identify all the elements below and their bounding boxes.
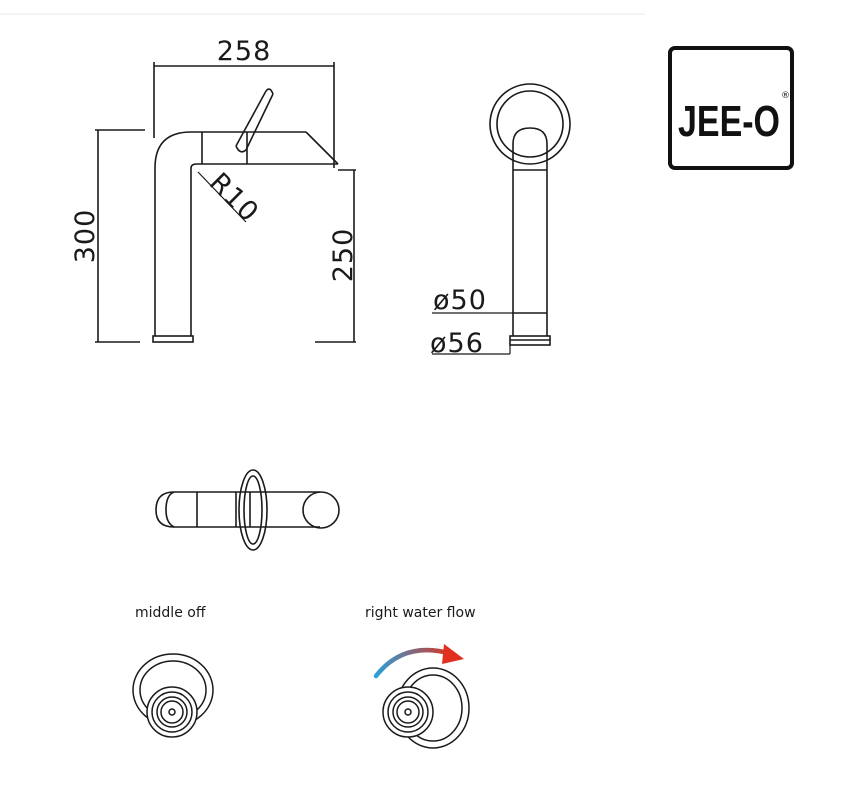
width-label: 258 bbox=[217, 36, 272, 67]
brand-logo: JEE-O ® bbox=[668, 46, 794, 170]
logo-frame bbox=[668, 46, 794, 170]
arrow-head-icon bbox=[442, 644, 464, 664]
total-height-label: 300 bbox=[70, 209, 101, 264]
flow-caption: right water flow bbox=[365, 605, 476, 621]
radius-label: R10 bbox=[203, 167, 265, 229]
faucet-body: R10 bbox=[152, 88, 339, 343]
width-dimension: 258 bbox=[153, 36, 335, 168]
off-caption: middle off bbox=[135, 605, 206, 621]
plan-view bbox=[155, 469, 340, 551]
total-height-dimension: 300 bbox=[70, 129, 145, 343]
front-elevation-view: ø50 ø56 bbox=[430, 83, 571, 359]
diameter-outer-label: ø56 bbox=[430, 328, 484, 359]
ring-handle-inner bbox=[496, 90, 564, 158]
logo-wordmark: JEE-O bbox=[678, 97, 780, 146]
registered-mark: ® bbox=[781, 91, 790, 101]
ring-handle-outer bbox=[489, 83, 571, 165]
side-elevation-view: 258 300 250 bbox=[70, 36, 359, 343]
spout-height-label: 250 bbox=[328, 228, 359, 283]
rotation-arrow bbox=[373, 647, 455, 679]
diameter-inner-label: ø50 bbox=[433, 285, 487, 316]
spout-height-dimension: 250 bbox=[315, 169, 359, 343]
handle-position-off: middle off bbox=[132, 605, 214, 738]
handle-position-flow: right water flow bbox=[365, 605, 476, 749]
